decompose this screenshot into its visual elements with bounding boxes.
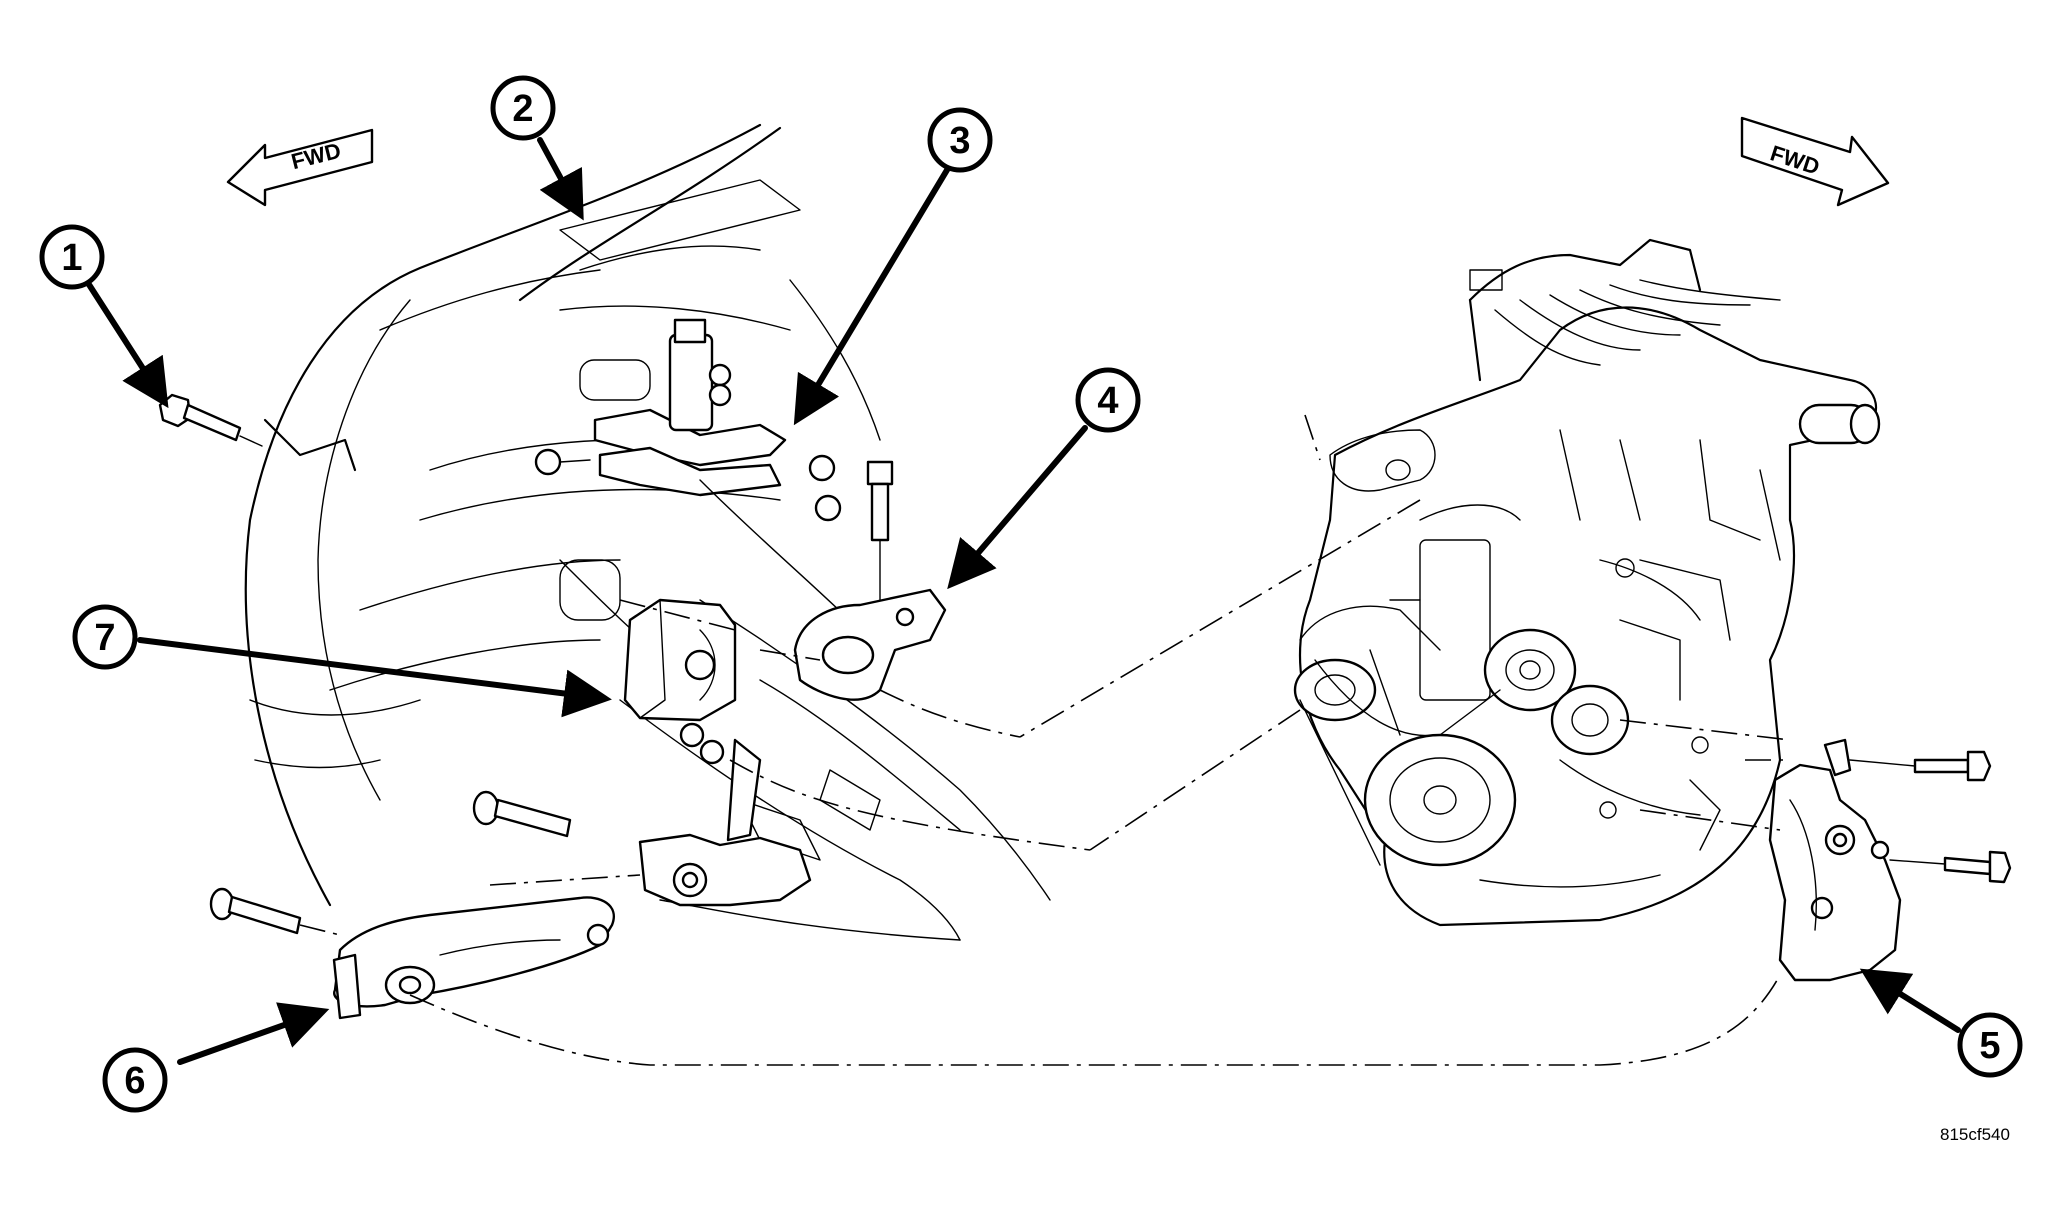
bolt-right-upper — [1849, 750, 1992, 782]
bolt-right-lower — [1889, 850, 2012, 884]
callout-7: 7 — [72, 604, 138, 670]
callout-2: 2 — [490, 75, 556, 141]
bolt-horizontal-lower-bracket — [472, 790, 572, 838]
upper-mount-bracket — [534, 318, 871, 641]
callout-6-label: 6 — [124, 1060, 145, 1102]
callout-4: 4 — [1075, 367, 1141, 433]
engine-assembly — [1293, 238, 1881, 927]
callout-1: 1 — [39, 224, 105, 290]
callout-5-label: 5 — [1979, 1025, 2000, 1067]
leader-lines — [85, 137, 1961, 1065]
bolt-torque-strut — [209, 887, 302, 935]
alignment-lines — [299, 414, 1791, 1066]
part-6-torque-strut — [332, 896, 615, 1020]
callout-5: 5 — [1957, 1012, 2023, 1078]
callout-1-label: 1 — [61, 237, 82, 279]
callout-3-label: 3 — [949, 120, 970, 162]
part-5-bracket — [1768, 738, 1902, 982]
figure-code: 815cf540 — [1940, 1125, 2010, 1144]
callout-6: 6 — [102, 1047, 168, 1113]
fender-wheelhouse — [244, 123, 1051, 941]
callout-4-label: 4 — [1097, 380, 1118, 422]
part-7-mount — [623, 598, 737, 765]
bolt-vertical — [866, 460, 894, 601]
part-4-mount-isolator — [793, 588, 947, 701]
callout-7-label: 7 — [94, 617, 115, 659]
fwd-arrow-right: FWD — [1740, 116, 1890, 207]
callout-2-label: 2 — [512, 88, 533, 130]
lower-bracket — [638, 738, 812, 907]
part-1-bolt — [158, 393, 263, 447]
callout-3: 3 — [927, 107, 993, 173]
fwd-arrow-left: FWD — [226, 128, 374, 207]
